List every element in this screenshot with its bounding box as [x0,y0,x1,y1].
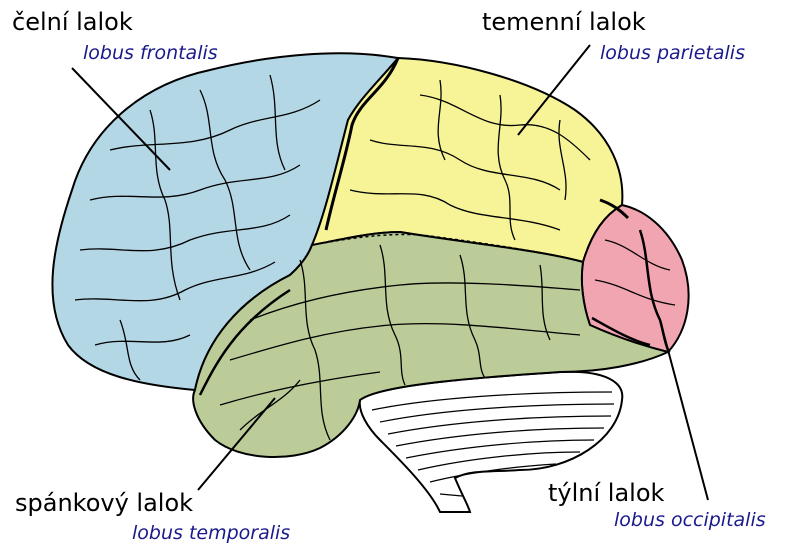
parietal-pointer-line [518,45,590,135]
temporal-pointer-line [198,398,275,490]
parietal-latin-label: lobus parietalis [600,42,745,64]
temporal-czech-label: spánkový lalok [15,489,193,517]
occipital-czech-label: týlní lalok [548,479,664,507]
parietal-czech-label: temenní lalok [482,8,646,36]
temporal-latin-label: lobus temporalis [132,522,290,544]
frontal-czech-label: čelní lalok [12,8,133,36]
frontal-pointer-line [72,68,170,170]
occipital-latin-label: lobus occipitalis [614,509,766,531]
frontal-latin-label: lobus frontalis [83,42,218,64]
occipital-pointer-line [660,320,708,500]
